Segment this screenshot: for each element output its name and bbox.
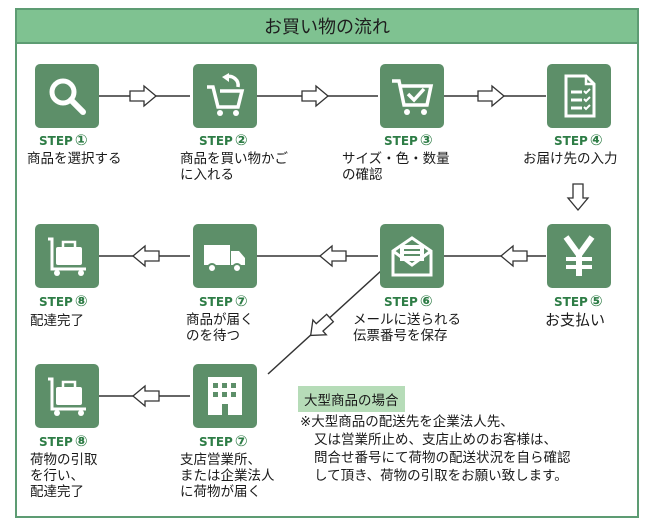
step-3-label: サイズ・色・数量の確認 xyxy=(342,151,450,183)
step-6-label: メールに送られる伝票番号を保存 xyxy=(353,312,461,344)
search-icon xyxy=(35,64,99,128)
page-title: お買い物の流れ xyxy=(264,17,390,38)
step-8-label: 配達完了 xyxy=(30,313,84,329)
step-7-label: 商品が届くのを待つ xyxy=(186,312,254,344)
step-4-label: お届け先の入力 xyxy=(523,151,618,167)
cart-add-icon xyxy=(193,64,257,128)
truck-icon xyxy=(193,224,257,288)
building-icon xyxy=(193,364,257,428)
cart-check-icon xyxy=(380,64,444,128)
yen-icon xyxy=(547,224,611,288)
luggage-cart-icon xyxy=(35,224,99,288)
luggage-cart-icon xyxy=(35,364,99,428)
step-5-label: お支払い xyxy=(545,311,606,329)
document-list-icon xyxy=(547,64,611,128)
large-item-note-title: 大型商品の場合 xyxy=(298,386,405,412)
step-7b-label: 支店営業所、または企業法人に荷物が届く xyxy=(180,452,275,500)
step-2-label: 商品を買い物かごに入れる xyxy=(180,151,288,183)
large-item-note-body: ※大型商品の配送先を企業法人先、 又は営業所止め、支店止めのお客様は、 問合せ番… xyxy=(300,414,571,484)
step-8b-label: 荷物の引取を行い、配達完了 xyxy=(30,452,98,500)
mail-icon xyxy=(380,224,444,288)
step-1-label: 商品を選択する xyxy=(27,151,122,167)
title-bar: お買い物の流れ xyxy=(15,8,639,44)
